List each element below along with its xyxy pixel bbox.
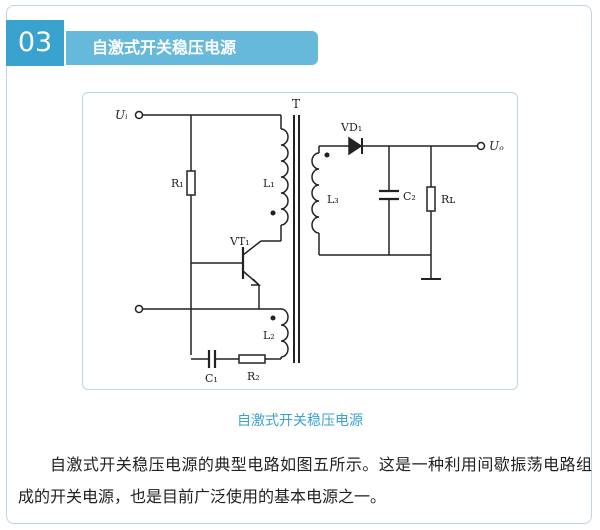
label-t: T — [292, 97, 300, 111]
label-c2: C₂ — [403, 190, 416, 203]
label-vd1: VD₁ — [340, 121, 362, 134]
label-r2: R₂ — [247, 370, 260, 383]
rl-resistor — [426, 186, 436, 212]
figure-caption: 自激式开关稳压电源 — [237, 413, 363, 429]
ui-terminal — [134, 110, 144, 120]
label-rl: Rʟ — [441, 193, 455, 206]
body-paragraph: 自激式开关稳压电源的典型电路如图五所示。这是一种利用间歇振荡电路组成的开关电源，… — [18, 455, 592, 506]
label-c1: C₁ — [205, 372, 218, 385]
label-l3: L₃ — [327, 193, 339, 206]
label-l1: L₁ — [263, 177, 275, 190]
label-r1: R₁ — [171, 177, 184, 190]
vt1-collector — [242, 240, 262, 256]
circuit-diagram-svg: Uᵢ Uₒ T VD₁ R₁ L₁ L₃ C₂ Rʟ VT₁ L₂ C₁ R₂ — [115, 97, 504, 385]
circuit-diagram: Uᵢ Uₒ T VD₁ R₁ L₁ L₃ C₂ Rʟ VT₁ L₂ C₁ R₂ — [82, 92, 518, 390]
r2-resistor — [238, 354, 266, 364]
l2-coil — [280, 308, 289, 358]
l3-dot — [324, 152, 330, 158]
vd1-diode — [348, 136, 363, 156]
section-title-bar — [66, 31, 318, 65]
l2-dot — [270, 315, 276, 321]
label-uo: Uₒ — [489, 139, 504, 153]
l1-dot — [270, 210, 276, 216]
label-ui: Uᵢ — [115, 108, 128, 122]
label-l2: L₂ — [263, 329, 275, 342]
label-vt1: VT₁ — [229, 235, 250, 248]
section-title: 自激式开关稳压电源 — [92, 38, 237, 57]
second-terminal — [134, 304, 144, 314]
l3-coil — [311, 152, 320, 234]
section-number-badge: 03 — [6, 20, 64, 66]
uo-terminal — [476, 141, 486, 151]
r1-resistor — [186, 170, 196, 196]
l1-coil — [280, 128, 289, 226]
